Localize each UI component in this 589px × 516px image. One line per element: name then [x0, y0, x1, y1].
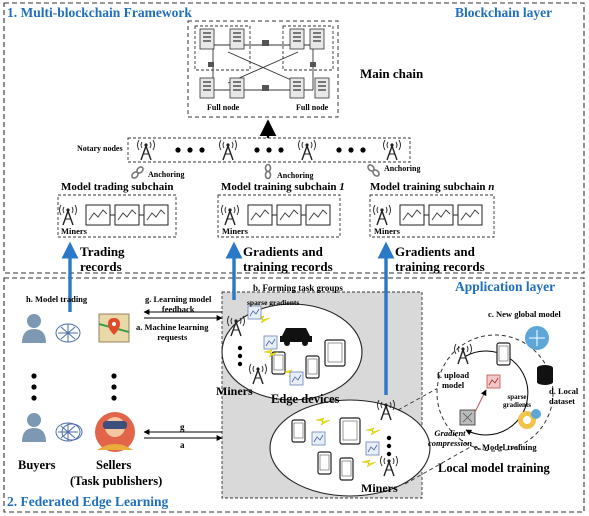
miners-mid-label: Miners: [216, 384, 253, 398]
brain-icon: [61, 423, 83, 441]
block-icon: [85, 204, 111, 226]
blockchain-section-title: 1. Multi-blockchain Framework: [7, 5, 192, 20]
new-global-model-label: c. New global model: [488, 309, 561, 319]
anchoring-label: Anchoring: [277, 171, 314, 180]
map-pin-icon: [98, 313, 130, 343]
local-model-training-title: Local model training: [438, 461, 550, 475]
full-node-group-left: [194, 25, 251, 71]
edge-devices-label: Edge devices: [271, 392, 340, 406]
phone-icon: [271, 351, 286, 375]
server-icon: [199, 77, 215, 99]
full-node-label-right: Full node: [296, 103, 329, 112]
h-model-trading-label: h. Model trading: [26, 294, 88, 304]
tablet-icon: [324, 339, 346, 367]
a-short-label: a: [180, 440, 185, 450]
tablet-icon: [339, 417, 361, 445]
gradient-compression-icon: [459, 409, 476, 426]
sparse-gradients-local-label: sparse gradients: [503, 393, 531, 409]
ellipsis-vertical: [31, 373, 117, 401]
gradient-compression-label: Gradient compression: [428, 428, 472, 448]
block-icon: [305, 204, 331, 226]
sparse-gradient-icon: [311, 431, 326, 446]
full-node-group-right: [282, 25, 334, 71]
sparse-gradient-icon: [486, 374, 501, 389]
phone-icon: [291, 419, 306, 443]
database-icon: [537, 365, 553, 385]
subchain-title-trading: Model trading subchain: [61, 181, 174, 193]
gradients-records-label-n: Gradients and training records: [395, 244, 485, 274]
sparse-gradients-label: sparse gradients: [247, 298, 300, 307]
anchoring-label: Anchoring: [148, 170, 185, 179]
phone-icon: [496, 342, 511, 366]
phone-icon: [305, 355, 320, 379]
ellipsis-vertical: [386, 435, 392, 457]
server-icon: [199, 28, 215, 50]
compression-arrow: [474, 389, 487, 413]
server-icon: [309, 28, 325, 50]
sparse-gradient-icon: [365, 441, 380, 456]
block-icon: [114, 204, 140, 226]
gradients-records-label-1: Gradients and training records: [243, 244, 333, 274]
anchoring-label: Anchoring: [384, 164, 421, 173]
blockchain-layer-title: Blockchain layer: [455, 5, 553, 20]
brain-icon: [55, 323, 81, 442]
phone-icon: [317, 451, 332, 475]
upload-model-label: f. upload model: [437, 370, 470, 390]
task-group-ellipse-top: [221, 303, 363, 401]
server-icon: [229, 28, 245, 50]
block-icon: [276, 204, 302, 226]
gear-training-icon: [518, 409, 541, 429]
server-icon: [229, 77, 245, 99]
task-group-ellipse-bottom: [269, 399, 431, 497]
local-training-cycle-arrow: [465, 350, 529, 436]
model-training-label: e. Model training: [474, 442, 537, 452]
application-layer-title: Application layer: [455, 279, 556, 294]
notary-nodes-label: Notary nodes: [77, 144, 123, 153]
application-layer-frame: [3, 277, 585, 513]
sparse-gradient-icon: [247, 305, 262, 320]
block-icon: [143, 204, 169, 226]
car-icon: [280, 328, 312, 346]
miners-label: Miners: [61, 226, 87, 236]
buyer-person-icon: [22, 413, 46, 442]
buyer-person-icon: [22, 314, 46, 343]
local-dataset-label: d. Local dataset: [549, 386, 579, 406]
ellipsis-vertical: [237, 345, 243, 367]
miners-label: Miners: [222, 226, 248, 236]
block-icon: [399, 204, 425, 226]
seller-vr-person-icon: [95, 412, 135, 452]
a-requests-label: a. Machine learning requests: [136, 322, 209, 342]
task-publishers-label: (Task publishers): [70, 474, 163, 488]
federated-section-title: 2. Federated Edge Learning: [7, 494, 169, 509]
anchoring-link-icon: [131, 163, 380, 180]
sparse-gradient-icon: [289, 371, 304, 386]
sparse-gradient-icon: [263, 335, 278, 350]
full-node-label-left: Full node: [207, 103, 240, 112]
forming-task-groups-label: b. Forming task groups: [253, 283, 343, 293]
block-icon: [457, 204, 483, 226]
g-feedback-label: g. Learning model feedback: [145, 294, 212, 314]
ellipsis-dots: [175, 147, 366, 153]
block-icon: [247, 204, 273, 226]
subchain-title-training-1: Model training subchain 1: [221, 181, 345, 193]
trading-records-label: Trading records: [80, 244, 125, 274]
phone-icon: [339, 457, 354, 481]
buyers-label: Buyers: [18, 458, 56, 472]
block-icon: [428, 204, 454, 226]
server-icon: [289, 28, 305, 50]
connector-bottom: [404, 445, 473, 485]
sellers-label: Sellers: [96, 458, 132, 472]
lock-icon: [208, 40, 316, 91]
server-icon: [314, 77, 330, 99]
main-chain-label: Main chain: [360, 66, 424, 81]
subchain-title-training-n: Model training subchain n: [370, 181, 495, 193]
g-short-label: g: [180, 422, 185, 432]
server-icon: [289, 77, 305, 99]
miners-bottom-label: Miners: [361, 481, 398, 495]
ai-brain-icon: [525, 326, 549, 350]
miners-label: Miners: [374, 226, 400, 236]
blockchain-layer-frame: [3, 2, 585, 274]
